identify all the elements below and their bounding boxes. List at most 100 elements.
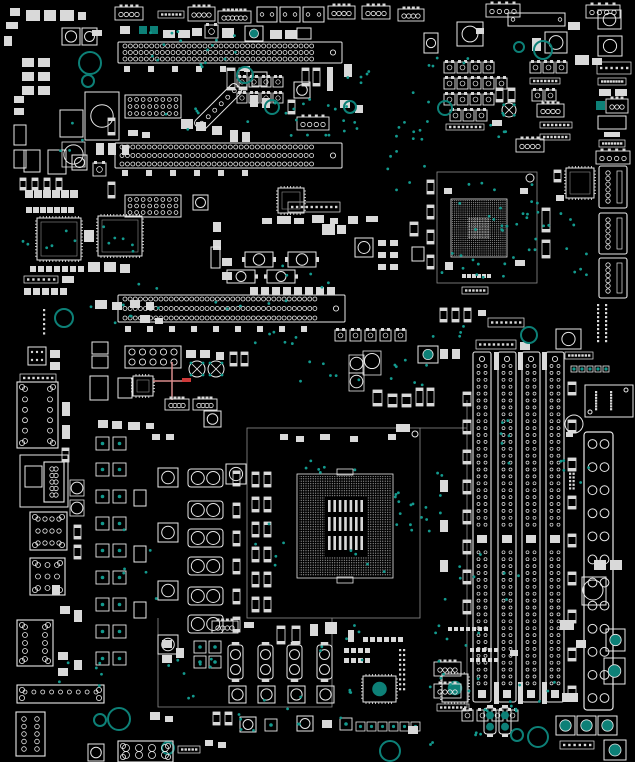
- via: [66, 661, 70, 665]
- component: [218, 742, 226, 748]
- via: [420, 383, 424, 387]
- via: [182, 672, 186, 675]
- small-ic: [542, 60, 555, 74]
- via: [436, 471, 439, 475]
- via: [438, 511, 442, 515]
- small-ic: [462, 108, 475, 122]
- via: [489, 123, 493, 127]
- pin-connector: [433, 659, 462, 677]
- component: [26, 10, 40, 21]
- via: [467, 689, 471, 693]
- component: [142, 132, 150, 138]
- via: [349, 691, 353, 694]
- via: [71, 121, 74, 125]
- via: [518, 683, 522, 687]
- pad-component: [112, 651, 127, 666]
- via: [359, 75, 363, 79]
- via: [431, 64, 435, 68]
- via: [502, 571, 506, 575]
- connector-box: [507, 12, 566, 27]
- capacitor-ring: [587, 409, 593, 415]
- chip-component: [212, 711, 221, 726]
- chip-component: [463, 307, 472, 323]
- component-outline: [13, 124, 27, 146]
- component: [378, 252, 386, 258]
- component: [277, 216, 291, 224]
- via: [282, 541, 285, 545]
- chip-component: [462, 509, 472, 525]
- via: [252, 728, 255, 732]
- component-outline: [47, 149, 67, 175]
- component: [44, 10, 56, 21]
- io-connector: [16, 381, 59, 449]
- component: [230, 130, 238, 142]
- component: [38, 86, 50, 95]
- qfp-chip: [35, 216, 83, 262]
- pad-row: [25, 190, 78, 198]
- resistor-array: [157, 10, 185, 19]
- pad-row: [363, 637, 403, 642]
- via: [474, 228, 478, 231]
- via: [501, 228, 504, 232]
- pad-component: [95, 462, 110, 477]
- component: [38, 58, 50, 67]
- via: [365, 72, 369, 76]
- component: [452, 349, 460, 359]
- via: [294, 118, 298, 122]
- via: [397, 500, 401, 504]
- via: [206, 48, 210, 52]
- via: [458, 201, 462, 205]
- test-pad: [139, 26, 147, 34]
- via: [176, 30, 180, 34]
- component-outline: [411, 246, 425, 262]
- fine-pitch-header: [569, 469, 575, 490]
- via: [267, 522, 271, 526]
- component: [130, 300, 140, 308]
- component: [542, 352, 547, 370]
- pad-component: [95, 436, 110, 451]
- component: [95, 300, 107, 309]
- pad-row: [448, 627, 488, 631]
- button-component: [257, 685, 276, 704]
- fine-pitch-header: [595, 391, 598, 411]
- chip-component: [415, 387, 424, 407]
- pad-component: [112, 462, 127, 477]
- via-dots: [21, 30, 590, 746]
- mounting-hole: [161, 741, 175, 755]
- component: [60, 10, 74, 21]
- via: [410, 528, 414, 532]
- inductor: [227, 642, 244, 682]
- component-with-ring: [417, 345, 439, 364]
- via: [113, 236, 117, 240]
- component: [562, 693, 578, 702]
- via: [144, 570, 148, 574]
- component: [6, 22, 18, 29]
- component: [599, 89, 611, 96]
- via: [73, 239, 77, 243]
- component: [476, 28, 484, 34]
- test-pad: [150, 26, 158, 34]
- button-component: [192, 194, 209, 211]
- capacitor-ring: [564, 414, 584, 434]
- via: [425, 518, 429, 521]
- via: [442, 672, 445, 676]
- via: [437, 659, 441, 663]
- pad-row: [122, 170, 248, 176]
- via: [284, 111, 288, 115]
- small-ic: [364, 328, 377, 342]
- component-with-ring: [597, 715, 618, 736]
- via: [562, 468, 566, 472]
- inductor: [187, 528, 224, 548]
- pad-row: [462, 274, 491, 278]
- pad-row: [30, 266, 84, 272]
- via: [297, 722, 301, 726]
- component: [104, 262, 116, 272]
- pin-connector: [397, 6, 425, 22]
- chip-component: [409, 221, 419, 237]
- component: [390, 240, 398, 246]
- mounting-hole: [527, 726, 549, 748]
- component: [244, 622, 254, 628]
- via: [359, 81, 363, 85]
- pin-connector: [211, 618, 239, 634]
- pin-connector: [536, 101, 565, 118]
